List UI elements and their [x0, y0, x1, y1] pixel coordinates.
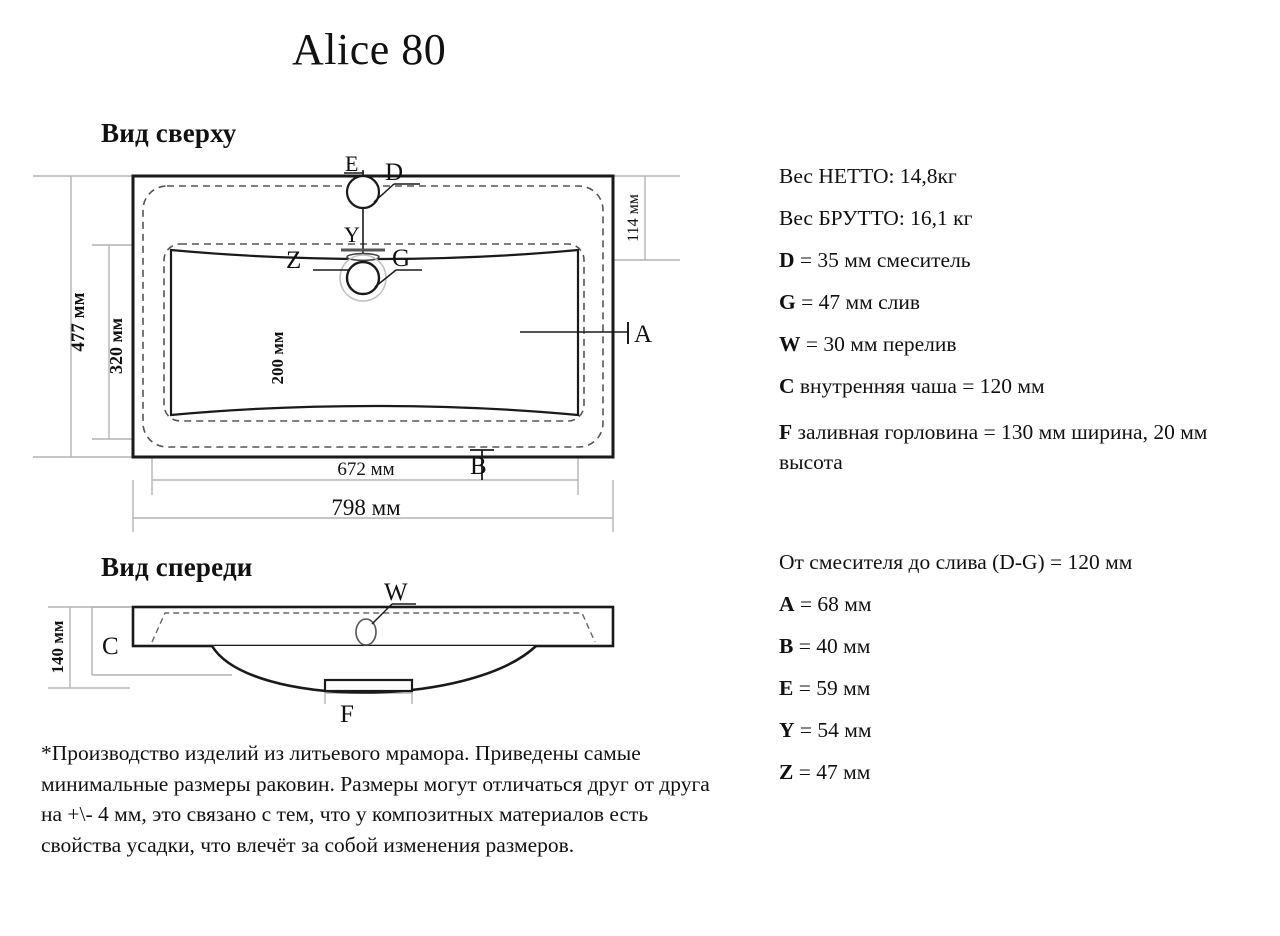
dim-basin-depth: 200 мм: [268, 331, 287, 384]
spec-line: Вес НЕТТО: 14,8кг: [779, 164, 1259, 188]
dim-rear-margin: 114 мм: [625, 194, 642, 242]
top-view-heading: Вид сверху: [101, 118, 237, 148]
spec-value: = 47 мм слив: [795, 290, 920, 314]
top-view-drawing: D E Y Z G A B 477 мм 320 мм 200 мм 114 м…: [33, 151, 680, 532]
footnote-text: *Производство изделий из литьевого мрамо…: [41, 741, 710, 857]
drain-leader-line: [374, 269, 397, 288]
spec-value: = 30 мм перелив: [800, 332, 957, 356]
label-D: D: [385, 159, 403, 186]
bowl-section-outline: [210, 645, 537, 694]
label-G: G: [392, 245, 410, 272]
dim-outer-width: 798 мм: [331, 495, 401, 520]
overflow-slot-icon: [346, 252, 380, 262]
spec-line: B = 40 мм: [779, 634, 1259, 658]
faucet-leader-line: [373, 183, 395, 203]
spec-value: внутренняя чаша = 120 мм: [794, 374, 1045, 398]
spec-line: От смесителя до слива (D-G) = 120 мм: [779, 550, 1259, 574]
front-view-drawing: W C F 140 мм: [48, 580, 615, 728]
spec-line: C внутренняя чаша = 120 мм: [779, 374, 1259, 398]
spec-line: W = 30 мм перелив: [779, 332, 1259, 356]
dim-inner-height: 320 мм: [106, 318, 126, 374]
dim-inner-width: 672 мм: [337, 459, 394, 480]
label-Y: Y: [344, 222, 360, 247]
spec-line: A = 68 мм: [779, 592, 1259, 616]
spec-line: E = 59 мм: [779, 676, 1259, 700]
basin-outline: [169, 248, 580, 417]
spec-value: = 47 мм: [793, 760, 871, 784]
slab-inner-dashed-line: [151, 612, 596, 643]
faucet-hole-icon: [345, 174, 381, 210]
spec-key: Y: [779, 718, 795, 742]
label-W: W: [384, 580, 408, 606]
page-title: Alice 80: [292, 25, 447, 74]
drain-hole-icon: [345, 260, 381, 296]
spec-value: = 68 мм: [794, 592, 872, 616]
label-A: A: [634, 321, 652, 348]
spec-key: A: [779, 592, 795, 616]
spec-line: D = 35 мм смеситель: [779, 248, 1259, 272]
spec-key: F: [779, 420, 793, 444]
spout-base-outline: [323, 678, 414, 693]
spec-key: D: [779, 248, 795, 272]
spec-key: Z: [779, 760, 794, 784]
spec-value: Вес НЕТТО: 14,8кг: [779, 164, 957, 188]
front-view-heading: Вид спереди: [101, 552, 253, 582]
overflow-leader-line: [371, 603, 393, 625]
spec-value: = 35 мм смеситель: [794, 248, 971, 272]
spec-key: G: [779, 290, 796, 314]
label-C: C: [102, 633, 119, 660]
spec-line: Вес БРУТТО: 16,1 кг: [779, 206, 1259, 230]
spec-key: W: [779, 332, 801, 356]
label-E: E: [345, 151, 358, 176]
spec-line: Y = 54 мм: [779, 718, 1259, 742]
spec-key: C: [779, 374, 795, 398]
spec-line: Z = 47 мм: [779, 760, 1259, 784]
dim-front-height: 140 мм: [48, 620, 67, 673]
overflow-hole-icon: [355, 618, 377, 646]
label-B: B: [470, 453, 487, 480]
spec-value: = 54 мм: [794, 718, 872, 742]
spec-value: заливная горловина = 130 мм ширина, 20 м…: [779, 420, 1208, 474]
spec-key: E: [779, 676, 794, 700]
spec-key: B: [779, 634, 794, 658]
label-Z: Z: [286, 247, 301, 274]
spec-line: G = 47 мм слив: [779, 290, 1259, 314]
spec-value: = 40 мм: [793, 634, 871, 658]
specifications-lower: От смесителя до слива (D-G) = 120 мм A = …: [779, 550, 1259, 804]
spec-value: = 59 мм: [793, 676, 871, 700]
label-F: F: [340, 701, 354, 728]
dim-outer-height: 477 мм: [68, 292, 89, 351]
spec-value: От смесителя до слива (D-G) = 120 мм: [779, 550, 1133, 574]
spec-line: F заливная горловина = 130 мм ширина, 20…: [779, 418, 1259, 477]
spec-value: Вес БРУТТО: 16,1 кг: [779, 206, 973, 230]
